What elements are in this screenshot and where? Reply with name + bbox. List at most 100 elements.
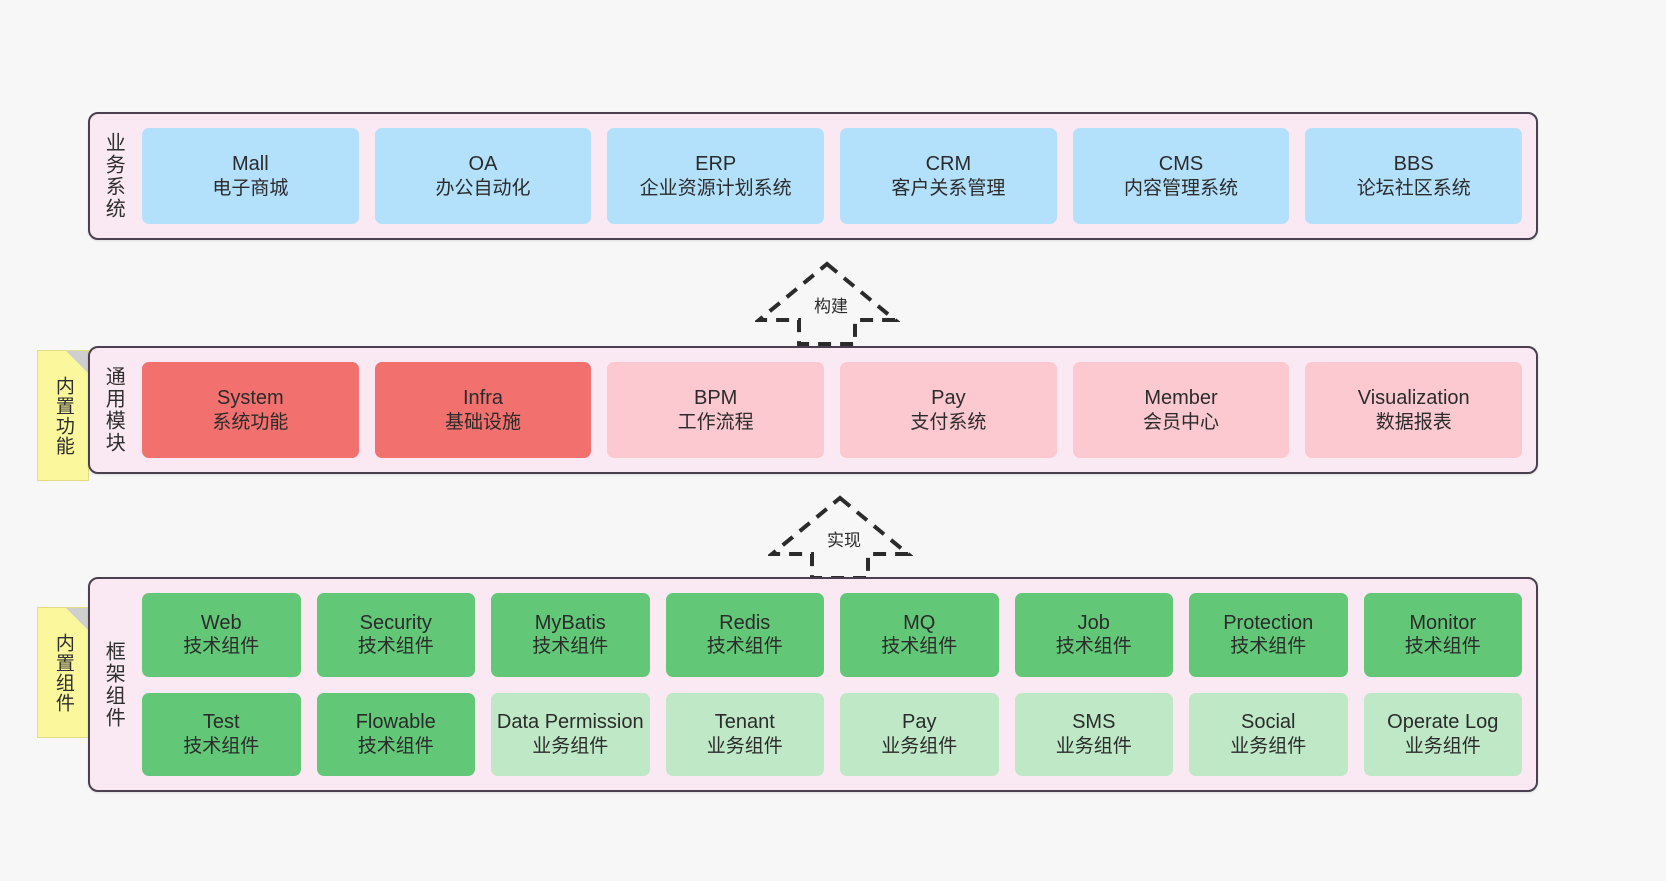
card-title: Social [1241,711,1296,734]
card-redis[interactable]: Redis 技术组件 [665,593,824,677]
layer-business-systems: 业务系统 Mall 电子商城 OA 办公自动化 ERP 企业资源计划系统 CRM… [88,112,1538,240]
card-crm[interactable]: CRM 客户关系管理 [840,128,1057,224]
card-bpm[interactable]: BPM 工作流程 [607,362,825,458]
card-title: CMS [1158,153,1204,176]
card-erp[interactable]: ERP 企业资源计划系统 [607,128,825,224]
card-title: MQ [903,611,936,634]
card-subtitle: 电子商城 [212,177,289,199]
card-title: Job [1077,611,1110,634]
card-sms[interactable]: SMS 业务组件 [1014,692,1173,776]
layer-common-modules: 通用模块 System 系统功能 Infra 基础设施 BPM 工作流程 Pay… [88,346,1538,474]
card-job[interactable]: Job 技术组件 [1014,593,1173,677]
card-title: Pay [931,387,966,410]
card-mq[interactable]: MQ 技术组件 [840,593,999,677]
card-subtitle: 业务组件 [881,735,958,757]
folded-corner-icon [66,351,88,373]
card-bbs[interactable]: BBS 论坛社区系统 [1305,128,1523,224]
card-monitor[interactable]: Monitor 技术组件 [1363,593,1522,677]
card-mybatis[interactable]: MyBatis 技术组件 [491,593,650,677]
card-subtitle: 技术组件 [1055,636,1132,658]
card-protection[interactable]: Protection 技术组件 [1189,593,1348,677]
card-subtitle: 基础设施 [445,411,522,433]
card-title: Pay [902,711,937,734]
card-title: System [216,387,284,410]
card-subtitle: 技术组件 [357,636,434,658]
connector-build-label: 构建 [813,292,849,317]
card-row: System 系统功能 Infra 基础设施 BPM 工作流程 Pay 支付系统… [142,362,1523,458]
card-title: Test [202,711,240,734]
connector-implement-label: 实现 [826,526,862,551]
card-subtitle: 办公自动化 [435,177,531,199]
card-row: Test 技术组件 Flowable 技术组件 Data Permission … [142,692,1522,776]
card-pay-component[interactable]: Pay 业务组件 [840,692,999,776]
sticky-note-builtin-features: 内置功能 [37,350,89,481]
card-social[interactable]: Social 业务组件 [1189,692,1348,776]
card-title: ERP [695,153,737,176]
folded-corner-icon [66,608,88,630]
card-title: Flowable [355,711,436,734]
card-cms[interactable]: CMS 内容管理系统 [1072,128,1290,224]
card-tenant[interactable]: Tenant 业务组件 [665,692,824,776]
card-title: CRM [925,153,972,176]
card-subtitle: 会员中心 [1143,411,1220,433]
layer-cards-framework-components: Web 技术组件 Security 技术组件 MyBatis 技术组件 Redi… [136,579,1536,790]
card-subtitle: 工作流程 [677,411,754,433]
layer-title-business-systems: 业务系统 [102,132,125,220]
card-title: Protection [1223,611,1314,634]
card-subtitle: 技术组件 [183,636,260,658]
card-visualization[interactable]: Visualization 数据报表 [1305,362,1523,458]
card-web[interactable]: Web 技术组件 [142,593,301,677]
card-title: Infra [462,387,504,410]
card-subtitle: 论坛社区系统 [1356,177,1471,199]
card-subtitle: 业务组件 [1230,735,1307,757]
card-title: Member [1144,387,1218,410]
card-title: Mall [232,153,269,176]
card-title: Security [359,611,432,634]
card-subtitle: 内容管理系统 [1124,177,1239,199]
card-pay[interactable]: Pay 支付系统 [840,362,1057,458]
card-title: Monitor [1409,611,1477,634]
card-title: Data Permission [496,711,644,734]
card-data-permission[interactable]: Data Permission 业务组件 [491,692,650,776]
card-title: Redis [719,611,771,634]
card-title: Operate Log [1387,711,1499,734]
layer-cards-common-modules: System 系统功能 Infra 基础设施 BPM 工作流程 Pay 支付系统… [136,348,1536,472]
card-operate-log[interactable]: Operate Log 业务组件 [1363,692,1522,776]
card-title: BBS [1393,153,1434,176]
card-subtitle: 业务组件 [532,735,609,757]
layer-framework-components: 框架组件 Web 技术组件 Security 技术组件 MyBatis 技术组件… [88,577,1538,792]
card-title: Tenant [714,711,775,734]
card-system[interactable]: System 系统功能 [142,362,359,458]
card-subtitle: 技术组件 [183,735,260,757]
card-subtitle: 技术组件 [357,735,434,757]
card-subtitle: 数据报表 [1375,411,1452,433]
sticky-note-label: 内置功能 [52,375,74,456]
card-infra[interactable]: Infra 基础设施 [374,362,592,458]
card-subtitle: 业务组件 [706,735,783,757]
card-subtitle: 技术组件 [532,636,609,658]
card-flowable[interactable]: Flowable 技术组件 [316,692,475,776]
card-subtitle: 技术组件 [881,636,958,658]
card-title: BPM [694,387,738,410]
card-subtitle: 业务组件 [1404,735,1481,757]
card-subtitle: 企业资源计划系统 [639,177,792,199]
card-title: Web [200,611,242,634]
card-subtitle: 支付系统 [910,411,987,433]
sticky-note-label: 内置组件 [52,632,74,713]
sticky-note-builtin-components: 内置组件 [37,607,89,738]
card-subtitle: 业务组件 [1055,735,1132,757]
card-security[interactable]: Security 技术组件 [316,593,475,677]
layer-cards-business-systems: Mall 电子商城 OA 办公自动化 ERP 企业资源计划系统 CRM 客户关系… [136,114,1536,238]
card-test[interactable]: Test 技术组件 [142,692,301,776]
card-subtitle: 系统功能 [212,411,289,433]
card-subtitle: 客户关系管理 [891,177,1006,199]
card-mall[interactable]: Mall 电子商城 [142,128,359,224]
card-row: Mall 电子商城 OA 办公自动化 ERP 企业资源计划系统 CRM 客户关系… [142,128,1523,224]
connector-build-arrow [755,258,900,348]
card-oa[interactable]: OA 办公自动化 [374,128,592,224]
card-row: Web 技术组件 Security 技术组件 MyBatis 技术组件 Redi… [142,593,1522,677]
card-title: MyBatis [534,611,606,634]
card-subtitle: 技术组件 [1404,636,1481,658]
card-member[interactable]: Member 会员中心 [1072,362,1290,458]
